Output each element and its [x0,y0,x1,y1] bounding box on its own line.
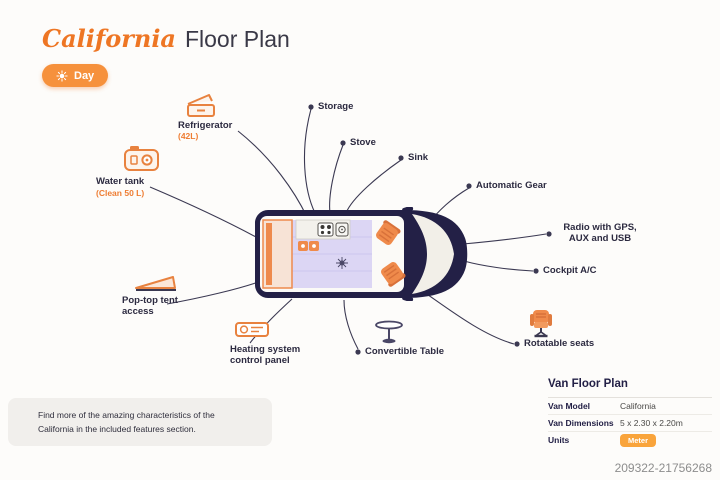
van-info-panel: Van Floor Plan Van Model California Van … [548,378,712,448]
callout-water-tank-capacity: (Clean 50 L) [96,188,145,198]
callout-rotatable-seats: Rotatable seats [524,338,595,349]
info-label: Units [548,435,570,445]
day-mode-toggle[interactable]: Day [42,64,109,87]
info-label: Van Dimensions [548,418,614,428]
van-floor-plan-illustration [255,207,468,301]
callout-sink: Sink [408,152,429,163]
info-label: Van Model [548,401,591,411]
title-rest: Floor Plan [184,26,290,52]
callout-radio: Radio with GPS, AUX and USB [563,222,637,245]
callout-refrigerator-capacity: (42L) [178,131,199,141]
page-title: California Floor Plan [42,24,290,53]
callout-pop-top: Pop-top tent access [122,295,178,318]
info-panel-title: Van Floor Plan [548,378,712,398]
info-row-van-dimensions: Van Dimensions 5 x 2.30 x 2.20m [548,415,712,432]
info-row-van-model: Van Model California [548,398,712,415]
info-row-units: Units Meter [548,432,712,448]
callout-convertible-table: Convertible Table [365,346,445,357]
callout-water-tank: Water tank [96,176,145,187]
pop-top-icon [135,276,176,291]
info-value: California [620,401,656,411]
callout-storage: Storage [318,101,354,112]
water-tank-icon [124,146,159,171]
day-mode-label: Day [74,69,95,82]
rotatable-seat-icon [530,310,552,338]
callout-heating: Heating system control panel [230,344,301,367]
callout-cockpit-ac: Cockpit A/C [543,265,597,276]
info-value: 5 x 2.30 x 2.20m [620,418,683,428]
watermark-id: 209322-21756268 [614,461,712,475]
refrigerator-icon [187,94,215,117]
features-note: Find more of the amazing characteristics… [8,398,272,446]
callout-automatic-gear: Automatic Gear [476,180,547,191]
callout-refrigerator: Refrigerator [178,120,233,131]
callout-stove: Stove [350,137,376,148]
heating-control-panel-icon [235,322,269,337]
features-note-text: Find more of the amazing characteristics… [38,409,215,434]
sun-icon [56,69,68,82]
units-badge: Meter [620,433,657,447]
title-accent: California [42,24,176,53]
convertible-table-icon [375,320,403,344]
